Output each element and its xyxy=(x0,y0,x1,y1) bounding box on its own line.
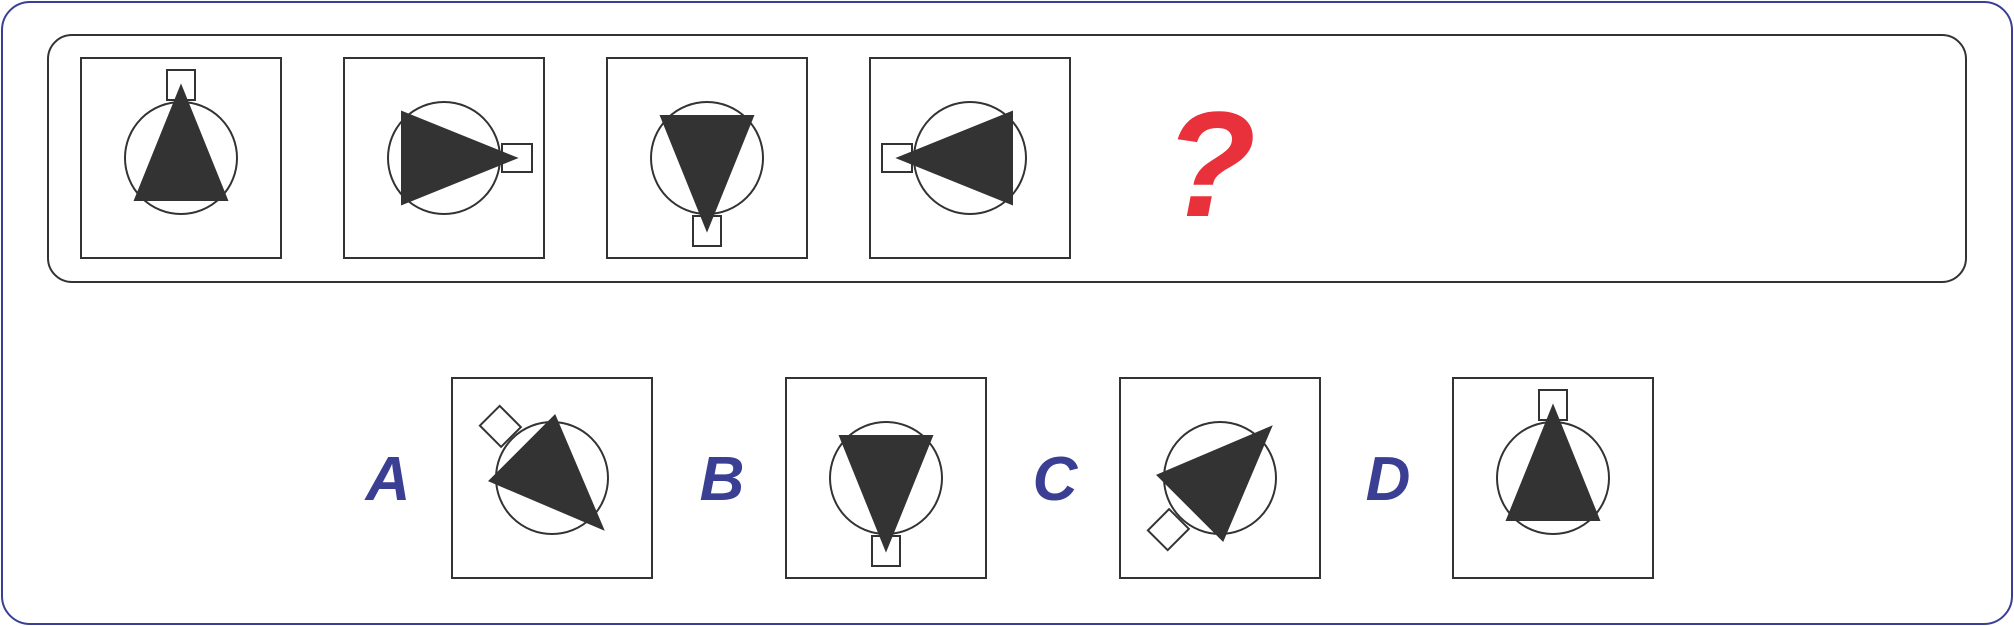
triangle-shape xyxy=(401,110,519,206)
triangle-shape xyxy=(895,110,1013,206)
option-letter-a: A xyxy=(364,445,411,514)
sequence-figure-3 xyxy=(606,57,808,259)
square-shape xyxy=(1146,507,1191,552)
option-a-figure[interactable] xyxy=(451,377,653,579)
sequence-figure-1 xyxy=(80,57,282,259)
option-d-figure[interactable] xyxy=(1452,377,1654,579)
triangle-shape xyxy=(838,435,934,553)
triangle-shape xyxy=(488,414,605,531)
sequence-figure-4 xyxy=(869,57,1071,259)
question-mark: ? xyxy=(1164,80,1256,248)
triangle-shape xyxy=(133,83,229,201)
option-b-figure[interactable] xyxy=(785,377,987,579)
option-c-figure[interactable] xyxy=(1119,377,1321,579)
sequence-panel xyxy=(47,34,1967,283)
triangle-shape xyxy=(1156,425,1273,542)
option-letter-b: B xyxy=(700,445,745,514)
option-letter-d: D xyxy=(1366,445,1411,514)
sequence-figure-2 xyxy=(343,57,545,259)
triangle-shape xyxy=(1505,403,1601,521)
triangle-shape xyxy=(659,115,755,233)
square-shape xyxy=(478,404,523,449)
option-letter-c: C xyxy=(1033,445,1079,514)
